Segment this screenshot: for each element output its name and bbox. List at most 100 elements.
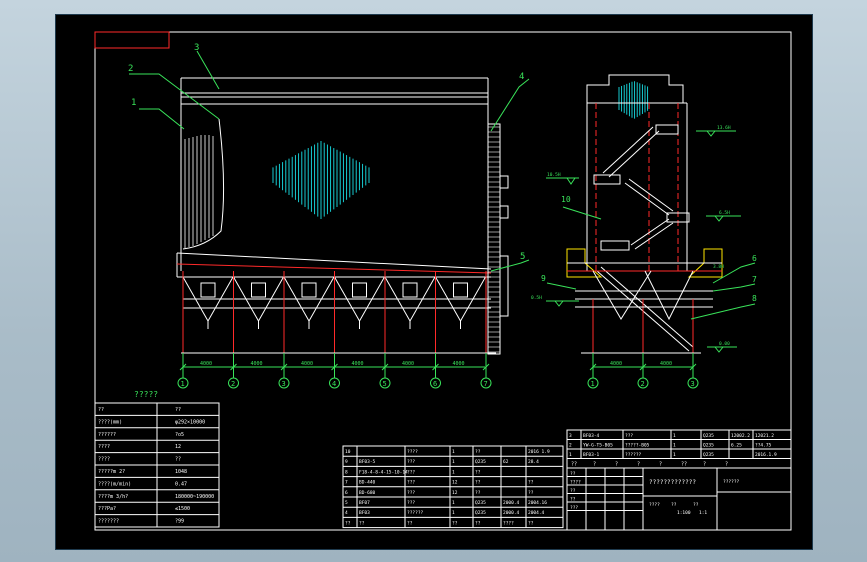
parts-table-cell: Q235 <box>475 510 486 516</box>
callout-8: 8 <box>752 294 757 303</box>
elev-1: 13.6H <box>717 125 731 131</box>
tech-table-cell: ????(m/min) <box>98 481 131 487</box>
elevation-markers <box>546 130 741 353</box>
axis-bubble <box>177 377 189 389</box>
tech-table-cell: ?? <box>98 407 104 413</box>
front-elevation <box>176 77 509 355</box>
title-lower-border <box>566 467 792 531</box>
parts-table-cell: 2004.4 <box>528 510 545 516</box>
tech-table: ????????(mm)φ292×10000???????o5????12???… <box>94 402 220 528</box>
axis-label: 7 <box>484 380 488 388</box>
parts-table-cell: ?????? <box>407 510 424 516</box>
tech-table-cell: ?99 <box>175 519 184 525</box>
scale-value: 1:1 <box>699 510 707 516</box>
callout-10: 10 <box>561 195 571 204</box>
axis-bubble <box>278 377 290 389</box>
drawing-name: ????????????? <box>649 479 696 486</box>
dim-label: 4000 <box>660 361 672 367</box>
tech-table-cell: ???Pa? <box>98 506 116 512</box>
tech-table-cell: ≤1500 <box>175 506 190 512</box>
parts-table-cell: ?? <box>528 520 534 526</box>
side-callouts <box>546 206 756 320</box>
tech-table-cell: ?? <box>175 407 181 413</box>
tech-table-cell: ???? <box>98 457 110 463</box>
tech-table-cell: φ292×10000 <box>175 419 205 425</box>
title-parts-cell: Q235 <box>703 452 714 458</box>
sign-label: ??? <box>570 505 578 511</box>
title-parts-cell: 2016.1.9 <box>755 452 777 458</box>
parts-table-cell: ?? <box>407 520 413 526</box>
dim-label: 4000 <box>251 361 263 367</box>
title-parts-header: ?? <box>681 462 687 468</box>
axis-bubble <box>329 377 340 389</box>
title-parts-header: ? <box>637 462 640 468</box>
title-parts-cell: Q235 <box>703 433 714 439</box>
parts-table-cell: 5 <box>345 500 348 506</box>
dim-label: 4000 <box>200 361 212 367</box>
title-parts-cell: YW-G-T5-B05 <box>583 443 613 449</box>
parts-table-cell: Q235 <box>475 459 486 465</box>
axis-label: 1 <box>181 380 185 388</box>
tech-table-cell: 0.47 <box>175 481 187 487</box>
misc-label: ?????? <box>723 479 740 485</box>
axis-bubble <box>637 377 649 389</box>
callout-9: 9 <box>541 274 546 283</box>
parts-table-cell: ?? <box>528 480 534 486</box>
tech-table-cell: 12 <box>175 444 181 450</box>
parts-table-cell: 4 <box>345 510 348 516</box>
elev-3: 6.5H <box>719 210 730 216</box>
inlet-tubes <box>184 135 214 248</box>
parts-table-cell: ?? <box>475 469 481 475</box>
corner-stamp-box <box>94 31 170 49</box>
tech-table-cell: 1048 <box>175 469 187 475</box>
hopper-valve <box>453 282 468 298</box>
title-parts-cell: BF03-4 <box>583 433 600 439</box>
parts-table-cell: 1 <box>452 500 455 506</box>
axis-bubble <box>228 377 239 389</box>
callout-1: 1 <box>131 98 136 108</box>
outer-border <box>94 31 792 531</box>
dim-label: 4000 <box>352 361 364 367</box>
parts-table-cell: 8 <box>345 469 348 475</box>
callout-7: 7 <box>752 275 757 284</box>
callout-3: 3 <box>194 43 199 53</box>
front-hatch <box>272 141 370 219</box>
title-parts-cell: 1 <box>673 452 676 458</box>
title-parts-header: ?? <box>571 462 577 468</box>
title-parts-cell: 12021.2 <box>755 433 774 439</box>
tech-table-cell: ????m 3/h? <box>98 494 128 500</box>
tech-table-cell: ????(mm) <box>98 419 122 425</box>
axis-bubble <box>430 377 441 389</box>
parts-table-cell: 2000.4 <box>503 500 520 506</box>
axis-bubble <box>587 377 599 389</box>
axis-label: 6 <box>433 380 437 388</box>
side-hatch <box>618 81 649 119</box>
parts-table-cell: 62 <box>503 459 509 465</box>
parts-table-cell: ?? <box>475 490 481 496</box>
axis-label: 3 <box>282 380 286 388</box>
title-parts-cell: 1 <box>673 443 676 449</box>
tech-table-title: ????? <box>134 390 158 399</box>
title-parts-cell: 6.25 <box>731 443 742 449</box>
dim-label: 4000 <box>301 361 313 367</box>
parts-table-cell: ??? <box>407 469 415 475</box>
sign-label: ???? <box>570 480 581 486</box>
title-parts-cell: 3 <box>569 433 572 439</box>
callout-2: 2 <box>128 64 133 74</box>
parts-table-cell: 9 <box>345 459 348 465</box>
parts-table-cell: ???? <box>503 520 514 526</box>
axis-label: 2 <box>231 380 235 388</box>
title-parts-header: ? <box>659 462 662 468</box>
hopper-valve <box>200 282 216 298</box>
parts-table-cell: BF03 <box>359 510 370 516</box>
parts-table-cell: 2000.4 <box>503 510 520 516</box>
parts-table-cell: 1 <box>452 459 455 465</box>
sign-label: ?? <box>570 471 576 477</box>
tech-table-cell: ???? <box>98 444 110 450</box>
title-parts-cell: ??4.75 <box>755 443 772 449</box>
title-parts-header: ? <box>725 462 728 468</box>
